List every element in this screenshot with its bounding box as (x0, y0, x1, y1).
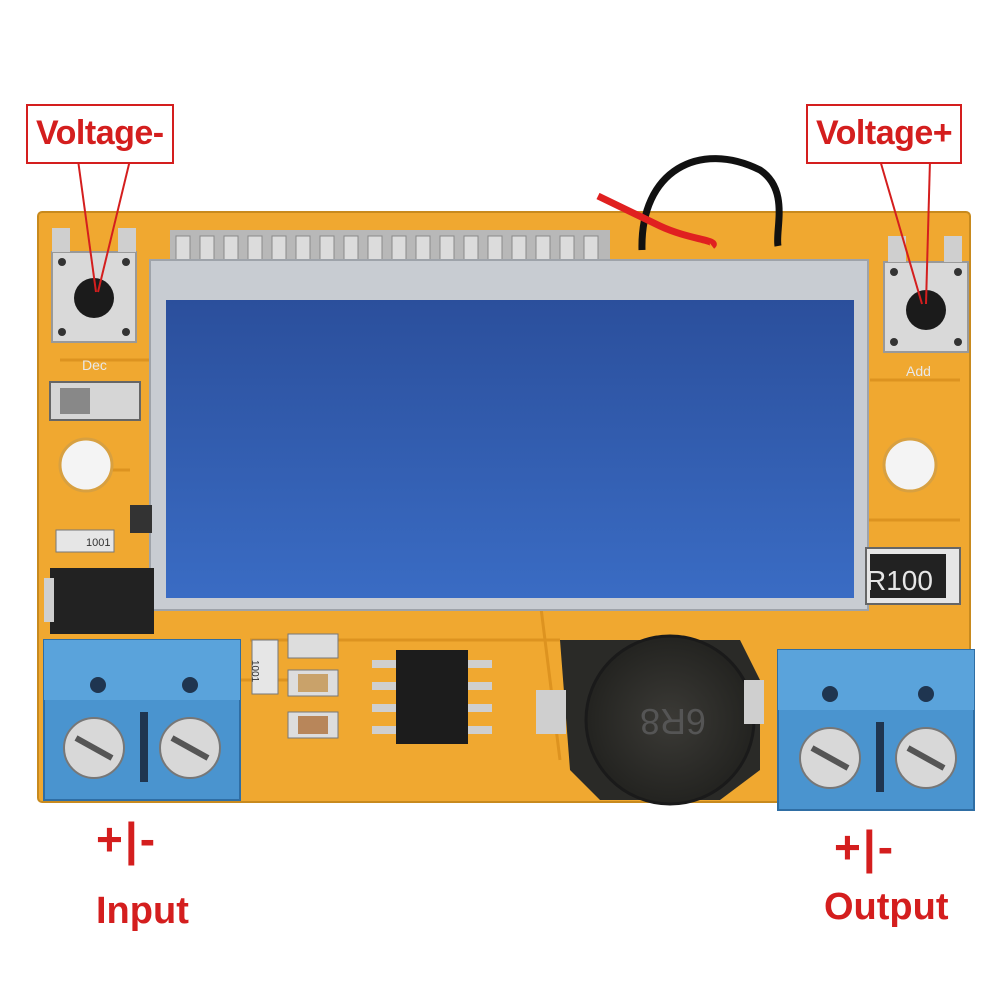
resistor-1001-a (55, 529, 115, 553)
input-screw-negative[interactable] (159, 717, 221, 779)
inductor (536, 634, 764, 806)
mounting-hole-right (882, 437, 938, 493)
output-screw-negative[interactable] (895, 727, 957, 789)
output-polarity-label: +|- (834, 821, 896, 873)
red-wire (596, 192, 717, 249)
shunt-label: R100 (866, 565, 933, 596)
input-label: Input (96, 890, 189, 932)
resistor-1001-a-label: 1001 (86, 537, 110, 549)
mounting-hole-left (58, 437, 114, 493)
regulator-ic (372, 650, 492, 744)
dec-button[interactable] (51, 228, 137, 343)
lcd-display (149, 259, 869, 611)
input-polarity-label: +|- (96, 813, 158, 865)
add-marking: Add (906, 363, 931, 379)
leader-line-left-2 (97, 159, 131, 293)
dec-marking: Dec (82, 357, 107, 373)
input-terminal-block[interactable] (43, 639, 241, 801)
black-wire (638, 155, 783, 251)
voltage-minus-callout: Voltage- (26, 104, 174, 164)
output-label: Output (824, 886, 949, 928)
leader-line-left-1 (77, 159, 97, 293)
voltage-plus-callout: Voltage+ (806, 104, 963, 164)
leader-line-right-1 (879, 159, 923, 305)
inductor-marking: 6R8 (640, 701, 706, 742)
input-screw-positive[interactable] (63, 717, 125, 779)
capacitor-black (50, 568, 154, 634)
leader-line-right-2 (925, 159, 931, 305)
resistor-1001-b-label: 1001 (249, 660, 260, 683)
output-terminal-block[interactable] (777, 649, 975, 811)
output-screw-positive[interactable] (799, 727, 861, 789)
